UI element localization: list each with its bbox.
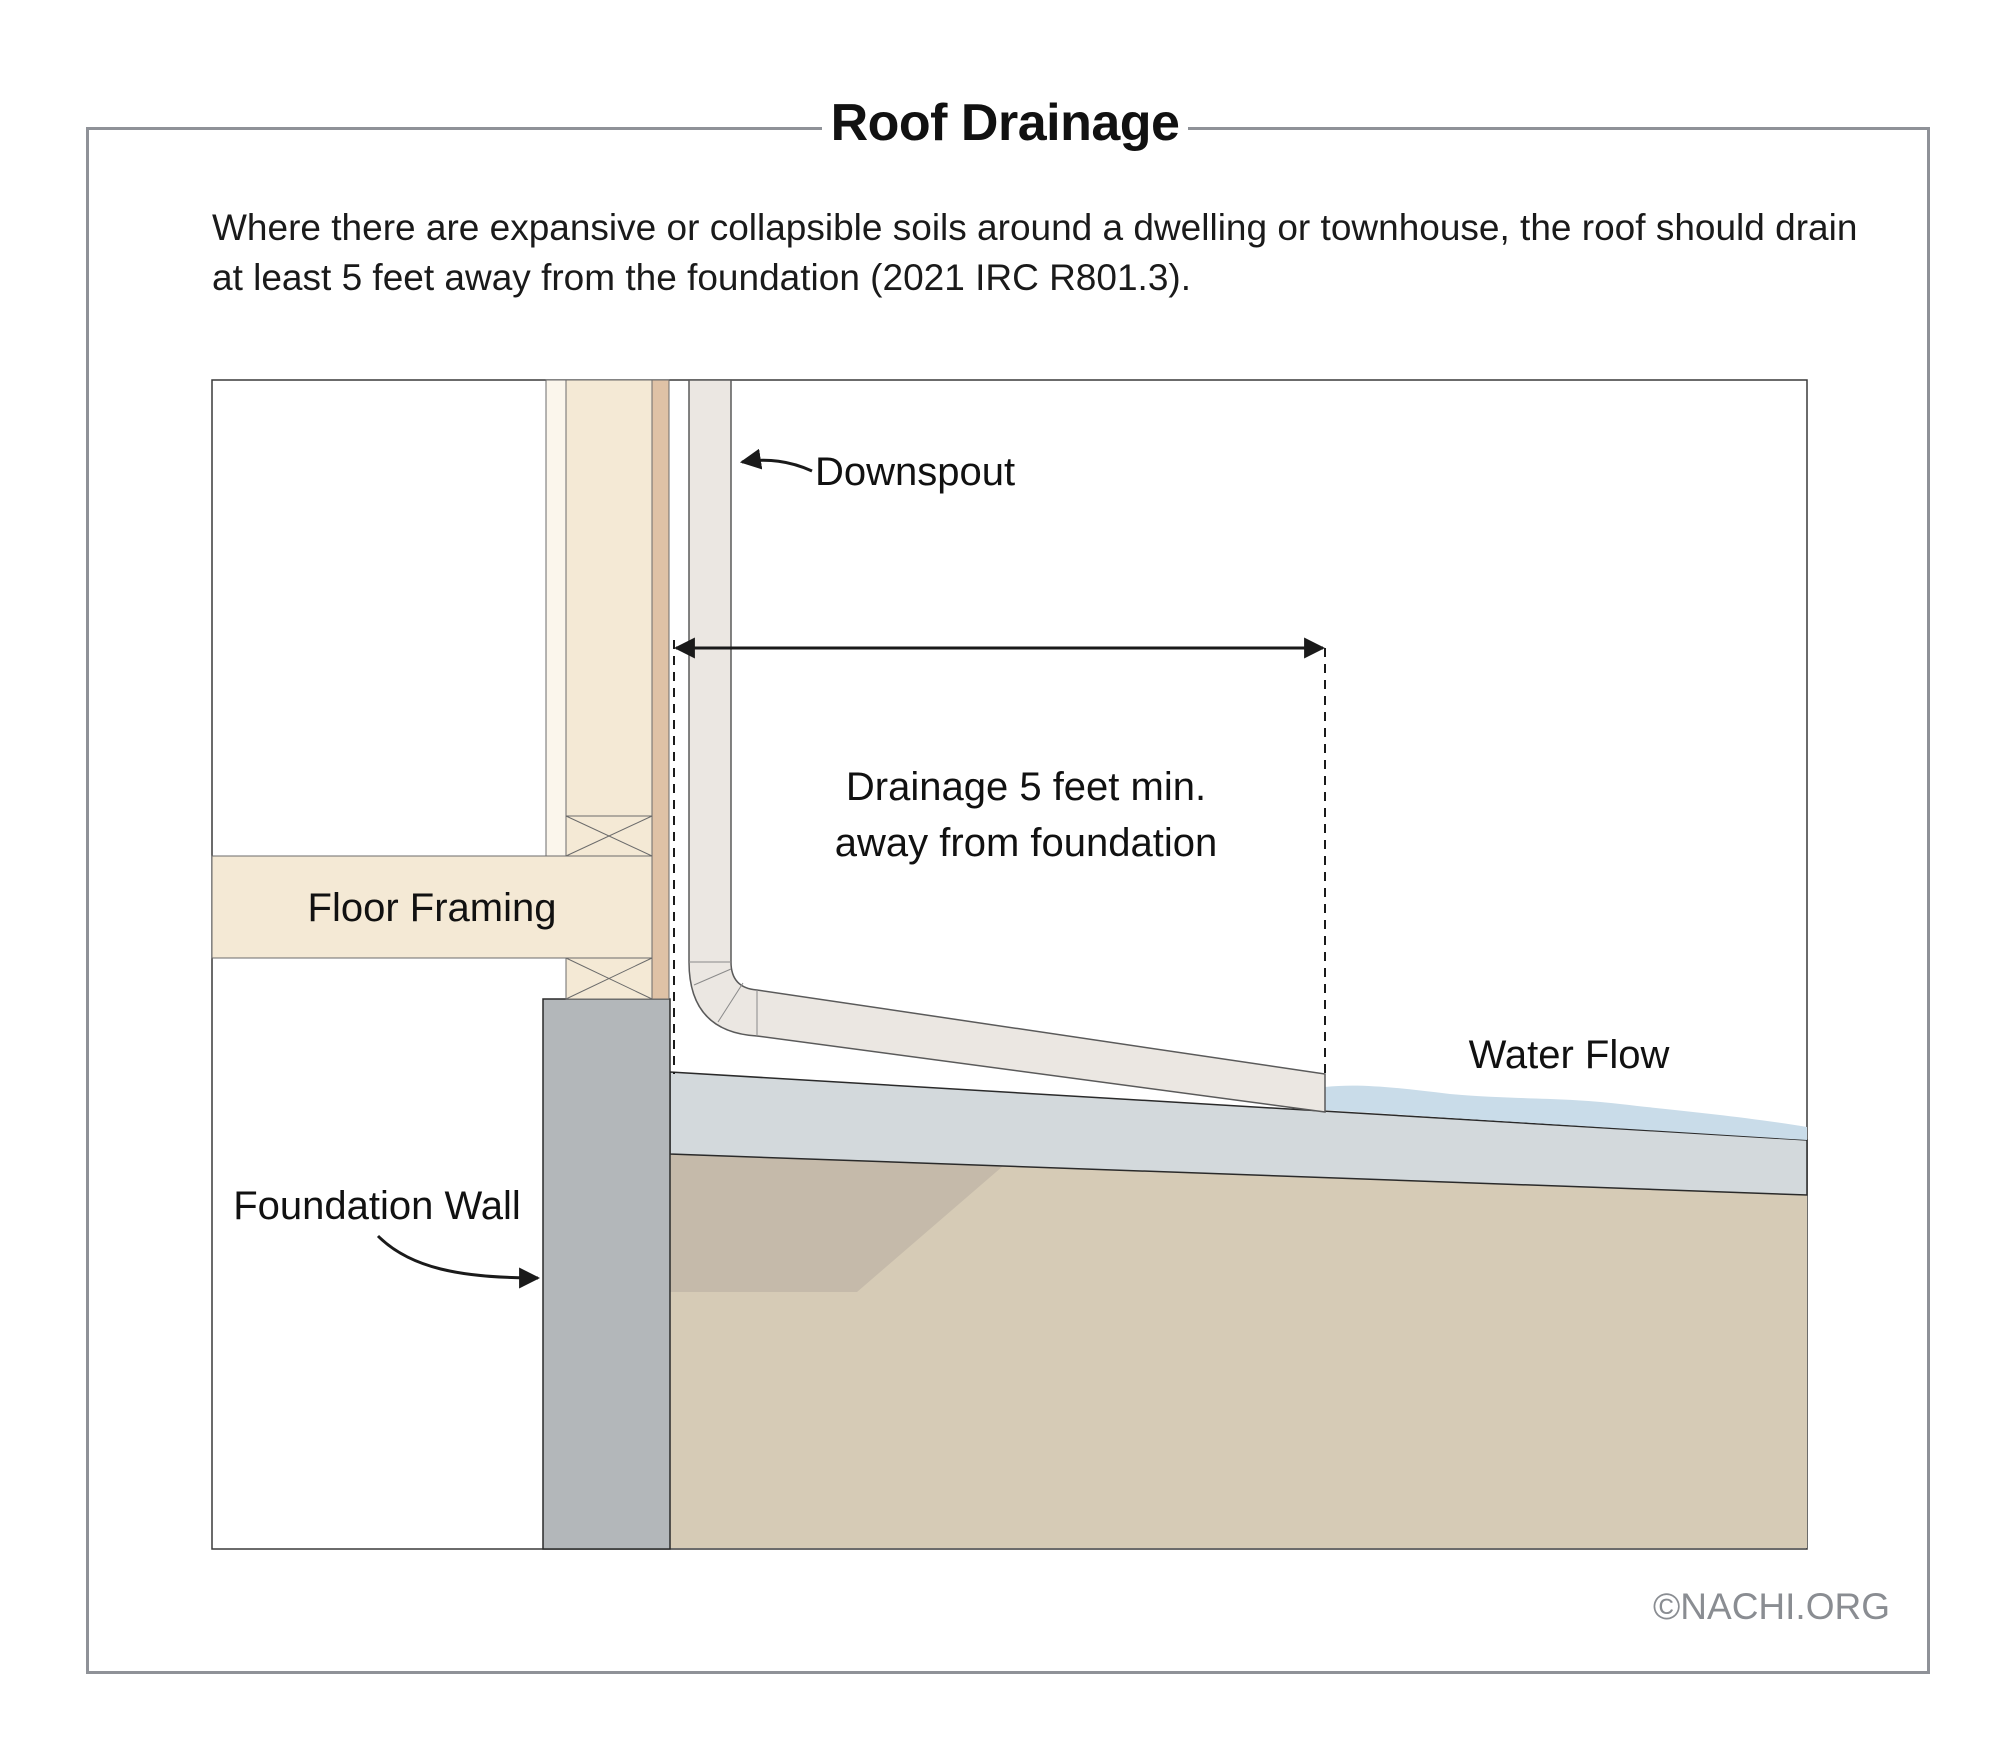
downspout-leader-arrow: [739, 448, 813, 473]
copyright-text: ©NACHI.ORG: [1653, 1586, 1890, 1627]
drainage-label-line2: away from foundation: [835, 821, 1217, 865]
foundation-wall: [542, 998, 671, 1550]
floor-framing-joist: [211, 855, 653, 959]
foundation-leader-arrow: [376, 1234, 541, 1289]
downspout-elbow-seam: [693, 968, 732, 986]
soil-fill: [670, 1154, 1807, 1548]
water-flow-label: Water Flow: [1469, 1033, 1670, 1077]
page-title: Roof Drainage: [822, 88, 1188, 158]
backfill-wedge: [670, 1154, 1003, 1292]
downspout-elbow-seam: [717, 982, 744, 1023]
wall-sheathing: [651, 379, 670, 1000]
lower-blocking: [565, 957, 653, 1000]
wall-trim-strip: [545, 379, 567, 857]
description-text: Where there are expansive or collapsible…: [212, 207, 1858, 298]
downspout-label: Downspout: [815, 450, 1015, 494]
water-flow-shape: [1325, 1085, 1807, 1140]
foundation-wall-label: Foundation Wall: [233, 1184, 521, 1228]
upper-blocking: [565, 815, 653, 857]
floor-framing-label: Floor Framing: [308, 886, 557, 930]
drainage-label-line1: Drainage 5 feet min.: [846, 765, 1206, 809]
